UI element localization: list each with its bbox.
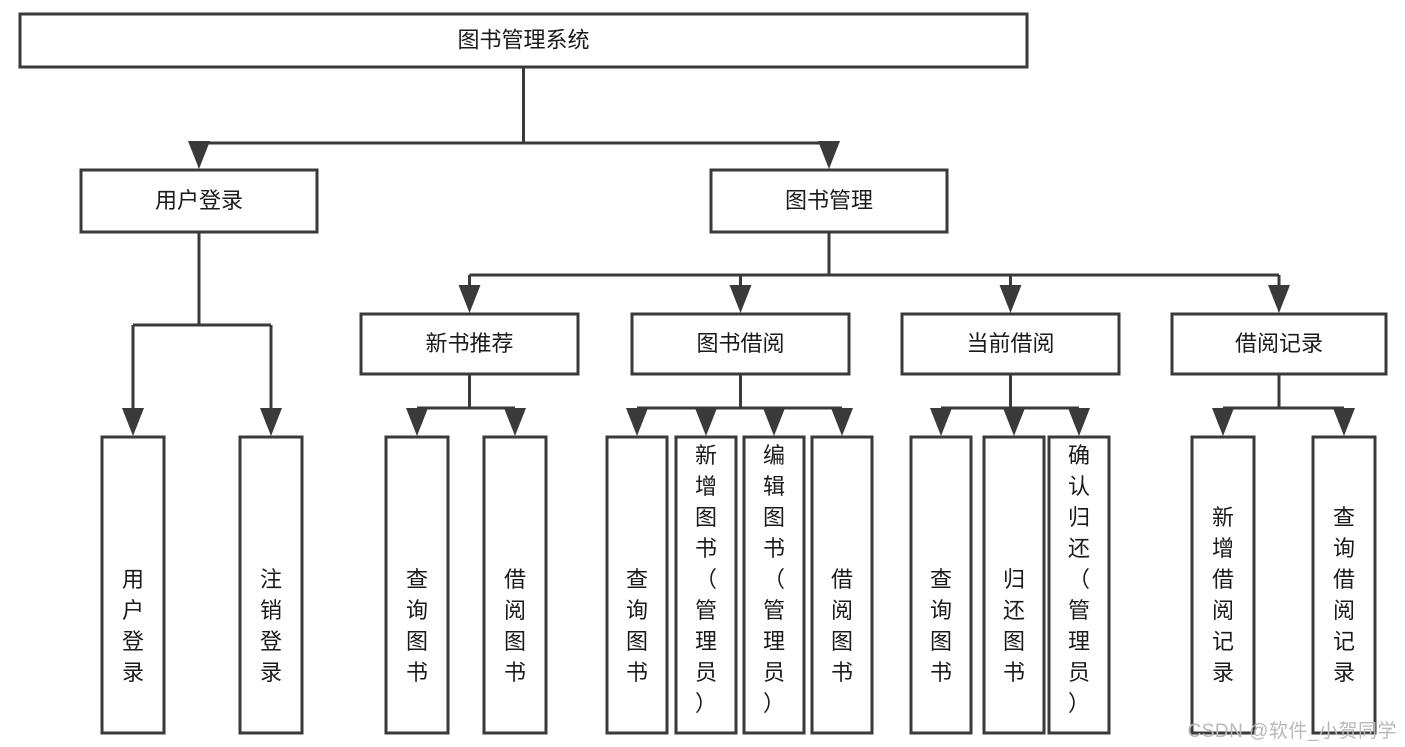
node-label: 编辑图书（管理员） xyxy=(763,443,785,716)
node-box xyxy=(605,435,669,735)
node-box xyxy=(900,312,1121,376)
node-label: 查询图书 xyxy=(406,567,428,685)
node-box xyxy=(909,435,973,735)
node-box xyxy=(1047,435,1111,735)
arrowhead-icon xyxy=(406,408,428,436)
arrowhead-icon xyxy=(1068,408,1090,436)
node-box xyxy=(238,435,304,735)
node-box xyxy=(79,168,319,234)
node-box xyxy=(359,312,580,376)
node-box xyxy=(742,435,806,735)
node-borrow-record[interactable]: 借阅记录 xyxy=(1170,312,1388,376)
arrowhead-icon xyxy=(831,408,853,436)
node-label: 图书借阅 xyxy=(696,331,784,356)
node-leaf-borrow-book[interactable]: 借阅图书 xyxy=(810,435,874,735)
node-label: 用户登录 xyxy=(155,188,243,213)
node-leaf-edit-book[interactable]: 编辑图书（管理员） xyxy=(742,435,806,735)
node-leaf-query-book-rec[interactable]: 查询图书 xyxy=(384,435,450,735)
node-leaf-query-record[interactable]: 查询借阅记录 xyxy=(1311,435,1377,735)
node-label: 归还图书 xyxy=(1003,567,1025,685)
node-book-manage[interactable]: 图书管理 xyxy=(709,168,949,234)
arrowhead-icon xyxy=(188,141,210,169)
arrowhead-icon xyxy=(260,408,282,436)
node-box xyxy=(709,168,949,234)
node-leaf-query-book-borrow[interactable]: 查询图书 xyxy=(605,435,669,735)
arrowhead-icon xyxy=(1333,408,1355,436)
arrowhead-icon xyxy=(1212,408,1234,436)
arrowhead-icon xyxy=(729,285,752,313)
node-leaf-user-logout[interactable]: 注销登录 xyxy=(238,435,304,735)
node-layer: 图书管理系统用户登录图书管理新书推荐图书借阅当前借阅借阅记录用户登录注销登录查询… xyxy=(18,12,1388,735)
node-leaf-borrow-book-rec[interactable]: 借阅图书 xyxy=(482,435,548,735)
watermark-label: CSDN @软件_小贺同学 xyxy=(1187,721,1397,742)
node-box xyxy=(1190,435,1256,735)
node-leaf-confirm-return[interactable]: 确认归还（管理员） xyxy=(1047,435,1111,735)
arrowhead-icon xyxy=(1003,408,1025,436)
node-box xyxy=(1311,435,1377,735)
node-root[interactable]: 图书管理系统 xyxy=(18,12,1029,69)
arrowhead-icon xyxy=(818,141,840,169)
node-label: 新增借阅记录 xyxy=(1212,505,1234,685)
node-user-login[interactable]: 用户登录 xyxy=(79,168,319,234)
node-label: 查询借阅记录 xyxy=(1333,505,1355,685)
arrowhead-icon xyxy=(763,408,785,436)
node-box xyxy=(1170,312,1388,376)
node-box xyxy=(482,435,548,735)
node-label: 新书推荐 xyxy=(425,331,513,356)
node-leaf-add-record[interactable]: 新增借阅记录 xyxy=(1190,435,1256,735)
node-label: 借阅图书 xyxy=(831,567,853,685)
node-leaf-add-book[interactable]: 新增图书（管理员） xyxy=(674,435,738,735)
arrowhead-icon xyxy=(695,408,717,436)
node-leaf-user-login[interactable]: 用户登录 xyxy=(100,435,166,735)
node-leaf-query-book-current[interactable]: 查询图书 xyxy=(909,435,973,735)
arrowhead-icon xyxy=(626,408,648,436)
node-label: 注销登录 xyxy=(260,567,282,685)
node-box xyxy=(384,435,450,735)
node-book-borrow[interactable]: 图书借阅 xyxy=(630,312,851,376)
arrowhead-icon xyxy=(122,408,144,436)
node-leaf-return-book[interactable]: 归还图书 xyxy=(982,435,1046,735)
node-label: 借阅记录 xyxy=(1235,331,1323,356)
node-label: 借阅图书 xyxy=(504,567,526,685)
arrowhead-icon xyxy=(1268,285,1290,313)
arrowhead-icon xyxy=(930,408,952,436)
node-box xyxy=(810,435,874,735)
node-label: 确认归还（管理员） xyxy=(1068,443,1090,716)
node-box xyxy=(630,312,851,376)
arrowhead-icon xyxy=(504,408,526,436)
node-label: 用户登录 xyxy=(122,567,144,685)
arrowhead-icon xyxy=(458,285,481,313)
node-box xyxy=(982,435,1046,735)
arrowhead-icon xyxy=(999,285,1022,313)
node-box xyxy=(674,435,738,735)
node-current-borrow[interactable]: 当前借阅 xyxy=(900,312,1121,376)
node-new-book-rec[interactable]: 新书推荐 xyxy=(359,312,580,376)
node-label: 新增图书（管理员） xyxy=(695,443,717,716)
node-label: 图书管理 xyxy=(785,188,873,213)
connector-layer xyxy=(122,67,1355,436)
node-label: 图书管理系统 xyxy=(457,27,589,52)
node-box xyxy=(100,435,166,735)
node-label: 查询图书 xyxy=(930,567,952,685)
node-box xyxy=(18,12,1029,69)
node-label: 当前借阅 xyxy=(966,331,1054,356)
node-label: 查询图书 xyxy=(626,567,648,685)
